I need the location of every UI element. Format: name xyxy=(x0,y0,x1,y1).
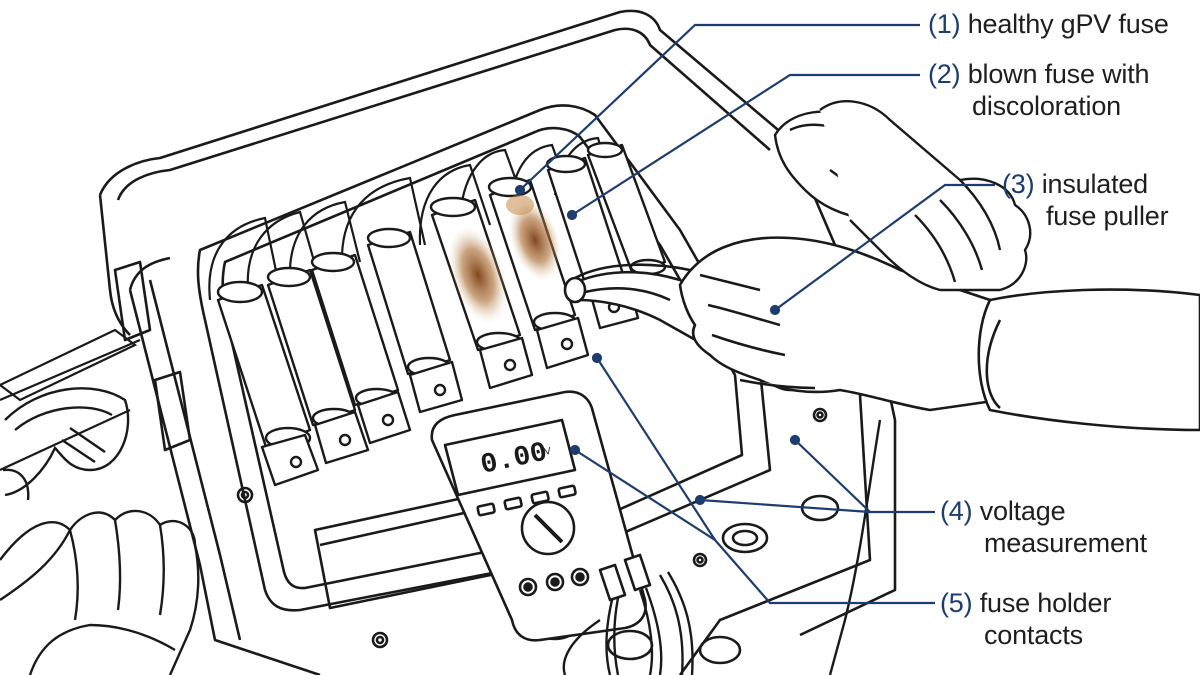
callout-4-number: (4) xyxy=(940,496,973,526)
callout-2-text: blown fuse with xyxy=(967,59,1150,89)
fuse-holder-1 xyxy=(216,280,320,487)
callout-3-label: (3) insulated fuse puller xyxy=(1002,168,1169,232)
safety-goggles-icon xyxy=(2,387,130,501)
probe-leads xyxy=(562,419,882,675)
work-surface xyxy=(0,328,141,471)
callout-5-text: fuse holder xyxy=(979,588,1112,618)
callout-5-leader xyxy=(574,449,935,605)
callout-1-leader xyxy=(519,23,920,191)
callout-5-text-line2: contacts xyxy=(984,620,1083,650)
scorch-discoloration xyxy=(448,195,562,324)
callout-3-number: (3) xyxy=(1002,169,1035,199)
callout-4-text: voltage xyxy=(979,496,1066,526)
callout-5-label: (5) fuse holder contacts xyxy=(940,587,1111,651)
multimeter-unit: V xyxy=(543,446,552,458)
callout-leaders xyxy=(514,23,995,605)
fuse-holder-2 xyxy=(266,266,370,465)
callout-1-label: (1) healthy gPV fuse xyxy=(928,8,1169,40)
callout-1-text: healthy gPV fuse xyxy=(967,9,1169,39)
callout-2-text-line2: discoloration xyxy=(972,91,1121,121)
callout-3-leader xyxy=(774,183,995,311)
callout-1-number: (1) xyxy=(928,9,961,39)
callout-4-label: (4) voltage measurement xyxy=(940,495,1147,559)
callout-2-number: (2) xyxy=(928,59,961,89)
callout-2-label: (2) blown fuse with discoloration xyxy=(928,58,1150,122)
multimeter-icon xyxy=(430,390,652,642)
callout-4-text-line2: measurement xyxy=(984,528,1147,558)
callout-2-leader xyxy=(571,73,920,216)
callout-3-text: insulated xyxy=(1041,169,1148,199)
callout-5-number: (5) xyxy=(940,588,973,618)
fuse-holder-3 xyxy=(310,251,412,445)
callout-3-text-line2: fuse puller xyxy=(1046,201,1169,231)
fuse-holder-8 xyxy=(586,141,667,276)
glove-icon xyxy=(819,100,1032,292)
fuse-holder-4 xyxy=(366,227,464,414)
glove-icon xyxy=(0,509,200,675)
